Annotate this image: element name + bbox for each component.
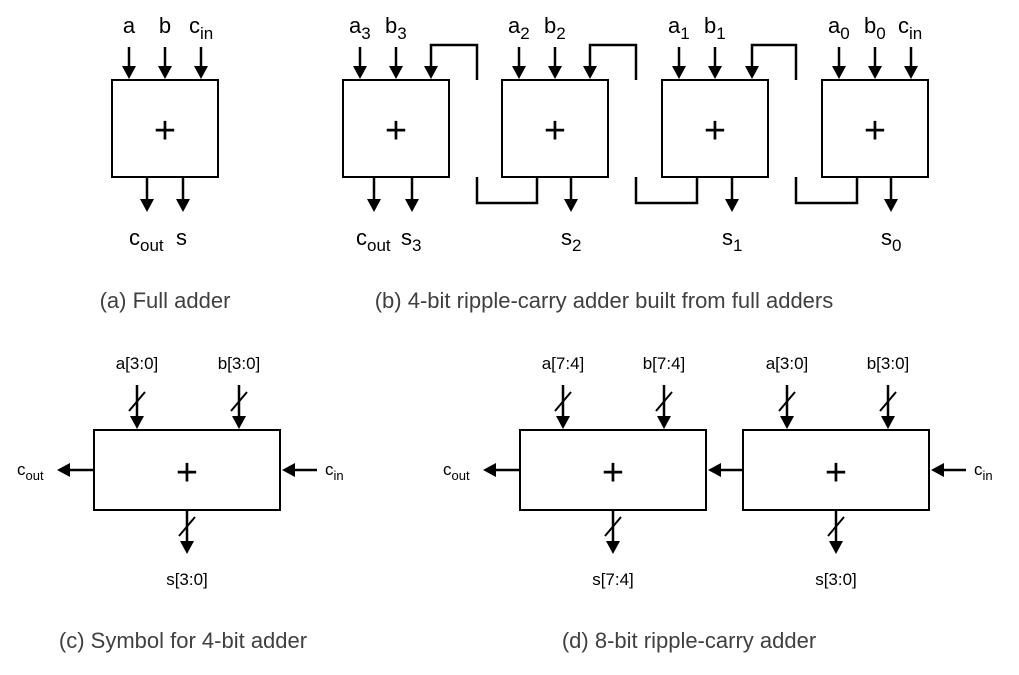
ripple-cout-label: cout xyxy=(356,225,391,255)
full-adder-output-arrows xyxy=(140,177,190,212)
ripple-b1-label: b1 xyxy=(704,13,726,43)
ripple-a2-label: a2 xyxy=(508,13,530,43)
full-adder-plus: + xyxy=(154,110,176,152)
ripple-b2-label: b2 xyxy=(544,13,566,43)
symbol-4bit-cout-label: cout xyxy=(17,460,44,483)
ripple-b0-label: b0 xyxy=(864,13,886,43)
full-adder-cout-label: cout xyxy=(129,225,164,255)
full-adder-a-label: a xyxy=(123,13,136,38)
ripple-stage-1-plus: + xyxy=(704,110,726,152)
ripple-stage-2-plus: + xyxy=(544,110,566,152)
full-adder-s-label: s xyxy=(176,225,187,250)
ripple-8bit-cin-label: cin xyxy=(974,460,993,483)
ripple-4bit-diagram: + + + + a3 b3 a2 xyxy=(342,13,929,313)
ripple-8bit-b-low-label: b[3:0] xyxy=(867,354,910,373)
ripple-stage-3-plus: + xyxy=(385,110,407,152)
symbol-4bit-bus-arrows xyxy=(57,385,317,554)
ripple-s2-label: s2 xyxy=(561,225,581,255)
ripple-output-arrows xyxy=(367,177,898,212)
caption-d: (d) 8-bit ripple-carry adder xyxy=(562,628,816,653)
ripple-b3-label: b3 xyxy=(385,13,407,43)
symbol-4bit-cin-label: cin xyxy=(325,460,344,483)
ripple-8bit-a-low-label: a[3:0] xyxy=(766,354,809,373)
ripple-8bit-bus-arrows xyxy=(483,385,966,554)
ripple-a3-label: a3 xyxy=(349,13,371,43)
caption-c: (c) Symbol for 4-bit adder xyxy=(59,628,307,653)
full-adder-input-arrows xyxy=(122,47,208,79)
ripple-s0-label: s0 xyxy=(881,225,901,255)
ripple-stage-0-box xyxy=(821,79,929,178)
symbol-4bit-s-label: s[3:0] xyxy=(166,570,208,589)
ripple-stage-3-box xyxy=(342,79,450,178)
ripple-input-arrows xyxy=(353,47,918,79)
ripple-8bit-b-high-label: b[7:4] xyxy=(643,354,686,373)
full-adder-b-label: b xyxy=(159,13,171,38)
carry-chain-wires xyxy=(429,43,859,205)
ripple-a1-label: a1 xyxy=(668,13,690,43)
ripple-stage-0-plus: + xyxy=(864,110,886,152)
symbol-4bit-plus: + xyxy=(176,452,198,494)
ripple-8bit-high-plus: + xyxy=(602,452,624,494)
ripple-8bit-s-low-label: s[3:0] xyxy=(815,570,857,589)
ripple-stage-1-box xyxy=(661,79,769,178)
symbol-4bit-diagram: + a[3:0] b[3:0] s[3:0] cout cin (c) Symb… xyxy=(17,354,344,653)
ripple-a0-label: a0 xyxy=(828,13,850,43)
full-adder-cin-label: cin xyxy=(189,13,213,43)
caption-b: (b) 4-bit ripple-carry adder built from … xyxy=(375,288,834,313)
ripple-8bit-a-high-label: a[7:4] xyxy=(542,354,585,373)
symbol-4bit-b-label: b[3:0] xyxy=(218,354,261,373)
full-adder-diagram: + a b cin cout s (a) Full adder xyxy=(100,13,231,313)
ripple-8bit-low-plus: + xyxy=(825,452,847,494)
ripple-s3-label: s3 xyxy=(401,225,421,255)
caption-a: (a) Full adder xyxy=(100,288,231,313)
ripple-8bit-low-box xyxy=(742,429,930,511)
ripple-stage-2-box xyxy=(501,79,609,178)
ripple-s1-label: s1 xyxy=(722,225,742,255)
symbol-4bit-box xyxy=(93,429,281,511)
full-adder-box xyxy=(111,79,219,178)
ripple-8bit-high-box xyxy=(519,429,707,511)
symbol-4bit-a-label: a[3:0] xyxy=(116,354,159,373)
ripple-8bit-s-high-label: s[7:4] xyxy=(592,570,634,589)
ripple-8bit-diagram: + + a[7:4] b[7:4] a[3:0] b[3:0] s[7: xyxy=(443,354,993,653)
ripple-8bit-cout-label: cout xyxy=(443,460,470,483)
ripple-cin-label: cin xyxy=(898,13,922,43)
